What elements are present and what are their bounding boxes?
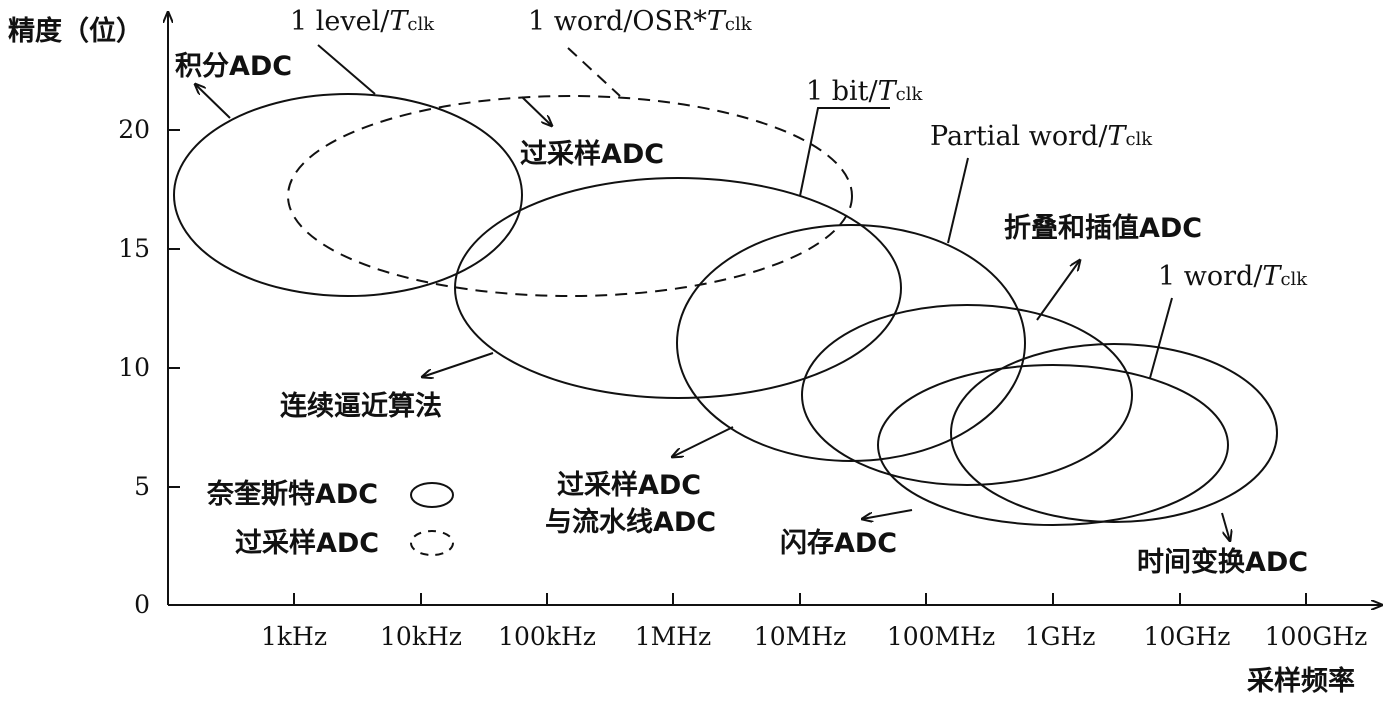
- folding-interpolating-adc-region: [801, 304, 1133, 486]
- label-folding-interpolating-adc: 折叠和插值ADC: [1004, 213, 1202, 244]
- y-tick-labels: 0 5 10 15 20: [118, 115, 150, 619]
- legend-nyquist-label: 奈奎斯特ADC: [206, 479, 378, 510]
- label-oversampling-adc: 过采样ADC: [520, 138, 664, 170]
- y-tick-label: 0: [134, 590, 150, 619]
- legend-dashed-ellipse: [410, 530, 454, 556]
- label-flash-adc: 闪存ADC: [780, 528, 897, 559]
- x-tick-label: 10GHz: [1144, 622, 1231, 651]
- rate-label-oversample: 1 word/OSR*Tclk: [528, 6, 753, 37]
- label-integrating-adc: 积分ADC: [175, 51, 292, 82]
- oversampling-adc-region: [287, 95, 853, 297]
- label-time-interleaved-adc: 时间变换ADC: [1137, 546, 1308, 578]
- x-tick-label: 100kHz: [498, 622, 596, 651]
- label-oversampling-pipeline-line2: 与流水线ADC: [545, 507, 716, 538]
- x-tick-label: 1MHz: [635, 622, 711, 651]
- rate-label-1-level: 1 level/Tclk: [290, 6, 435, 37]
- y-tick-label: 15: [118, 234, 150, 263]
- x-tick-label: 100MHz: [887, 622, 995, 651]
- integrating-adc-region: [173, 93, 523, 297]
- legend-oversampling-label: 过采样ADC: [235, 527, 379, 559]
- y-tick-label: 10: [118, 353, 150, 382]
- y-tick-label: 5: [134, 472, 150, 501]
- rate-label-1-bit: 1 bit/Tclk: [806, 76, 923, 107]
- x-tick-label: 10MHz: [754, 622, 846, 651]
- flash-adc-region: [877, 364, 1229, 526]
- label-oversampling-pipeline-line1: 过采样ADC: [557, 469, 701, 501]
- x-tick-label: 100GHz: [1265, 622, 1368, 651]
- pipeline-adc-region: [676, 224, 1026, 462]
- rate-label-1-word: 1 word/Tclk: [1158, 261, 1308, 292]
- x-ticks: [293, 593, 1307, 605]
- y-ticks: [168, 129, 180, 488]
- legend-solid-ellipse: [410, 482, 454, 508]
- x-tick-label: 1kHz: [261, 622, 327, 651]
- x-axis-title: 采样频率: [1247, 665, 1355, 697]
- x-tick-labels: 1kHz 10kHz 100kHz 1MHz 10MHz 100MHz 1GHz…: [261, 622, 1367, 651]
- time-interleaved-adc-region: [950, 343, 1278, 523]
- rate-leader-lines: [317, 44, 1173, 379]
- x-tick-label: 1GHz: [1025, 622, 1096, 651]
- rate-label-partial-word: Partial word/Tclk: [930, 121, 1153, 152]
- label-sar: 连续逼近算法: [280, 390, 442, 422]
- sar-adc-region: [454, 177, 902, 399]
- y-tick-label: 20: [118, 115, 150, 144]
- x-tick-label: 10kHz: [380, 622, 462, 651]
- legend: 奈奎斯特ADC 过采样ADC: [206, 479, 454, 559]
- y-axis-title: 精度（位）: [8, 15, 143, 47]
- region-arrows: [195, 84, 1230, 541]
